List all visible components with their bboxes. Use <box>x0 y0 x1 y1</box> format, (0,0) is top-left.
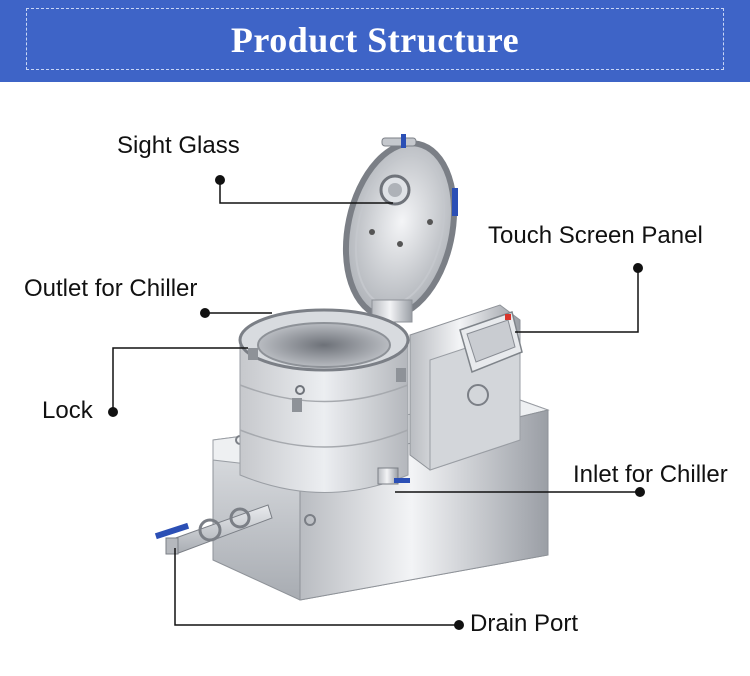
lid <box>342 134 458 323</box>
title-banner: Product Structure <box>0 0 750 82</box>
control-housing <box>409 304 523 471</box>
lock-label: Lock <box>42 397 93 424</box>
outlet-for-chiller-label: Outlet for Chiller <box>24 275 198 302</box>
inlet-valve <box>377 467 410 485</box>
inlet-dot <box>635 487 645 497</box>
sight-glass-label: Sight Glass <box>117 132 240 159</box>
drain-port-label: Drain Port <box>470 610 579 637</box>
sight-glass-dot <box>215 175 225 185</box>
touch-screen-dot <box>633 263 643 273</box>
outlet-dot <box>200 308 210 318</box>
page-title: Product Structure <box>230 20 520 60</box>
lock-leader <box>112 347 248 412</box>
drum-body <box>238 308 410 493</box>
sight-glass-leader <box>219 180 393 204</box>
banner-border <box>26 8 724 70</box>
drain-dot <box>454 620 464 630</box>
drain-leader <box>174 548 456 626</box>
touch-screen-leader <box>515 268 639 333</box>
drain-pipe <box>154 504 273 555</box>
lock-dot <box>108 407 118 417</box>
inlet-for-chiller-label: Inlet for Chiller <box>573 461 728 488</box>
touch-screen-panel-label: Touch Screen Panel <box>488 222 703 249</box>
